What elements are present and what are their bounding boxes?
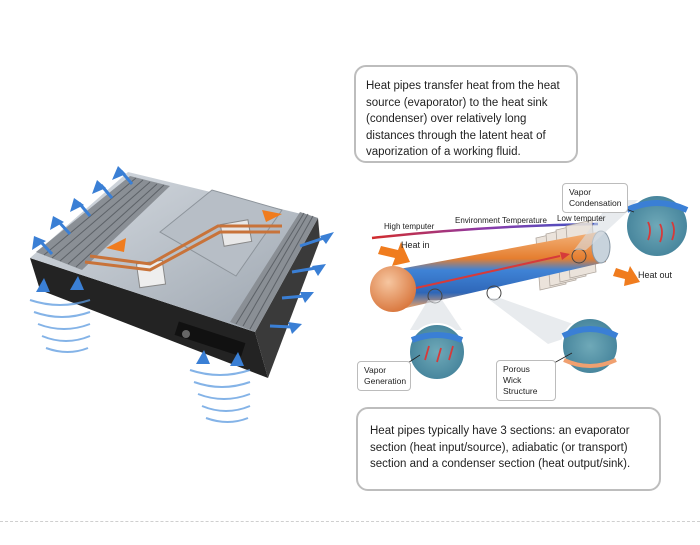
server-chassis: [30, 172, 320, 378]
high-temp-label: High temputer: [384, 222, 435, 231]
airflow-arrow-5: [32, 236, 46, 250]
heat-out-label: Heat out: [638, 270, 673, 280]
intake-airflow: [29, 299, 251, 423]
heat-pipe-definition-callout: Heat pipes transfer heat from the heat s…: [354, 65, 578, 163]
intake-arrow-3: [196, 350, 210, 364]
airflow-arrow-2: [92, 180, 106, 194]
airflow-arrow-6: [320, 232, 334, 244]
environment-temp-label: Environment Temperature: [455, 216, 547, 225]
heat-arrow-chassis-1: [106, 238, 126, 252]
airflow-arrow-7: [312, 264, 326, 276]
temperature-gradient-line: [371, 222, 599, 240]
chassis-front-face: [30, 258, 268, 378]
heat-in-arrow: [378, 242, 410, 266]
heat-pipe-sections-callout: Heat pipes typically have 3 sections: an…: [356, 407, 661, 491]
intake-arrow-1: [36, 278, 50, 292]
power-button: [182, 330, 190, 338]
zoom-vapor-generation: [408, 323, 466, 381]
airflow-arrow-3: [70, 198, 84, 212]
heat-in-label: Heat in: [401, 240, 430, 250]
airflow-arrows: [32, 166, 334, 334]
heat-arrow-chassis-2: [262, 210, 282, 222]
zoom-porous-wick: [561, 317, 619, 375]
footer-divider: [0, 521, 700, 522]
intake-arrow-4: [230, 352, 244, 366]
airflow-arrow-4: [50, 216, 64, 230]
evaporator-bulb: [370, 266, 416, 312]
heat-out-arrow: [613, 266, 640, 286]
vapor-condensation-label: Vapor Condensation: [562, 183, 628, 213]
porous-wick-label: Porous Wick Structure: [496, 360, 556, 401]
zoom-vapor-condensation: [625, 194, 689, 258]
front-panel: [174, 321, 246, 357]
intake-arrow-2: [70, 276, 84, 290]
vapor-flow-arrow: [415, 255, 561, 289]
airflow-arrow-1: [112, 166, 126, 180]
internal-heat-pipes: [84, 224, 282, 272]
airflow-arrow-9: [288, 322, 302, 334]
low-temp-label: Low temputer: [557, 214, 606, 223]
vapor-generation-label: Vapor Generation: [357, 361, 411, 391]
